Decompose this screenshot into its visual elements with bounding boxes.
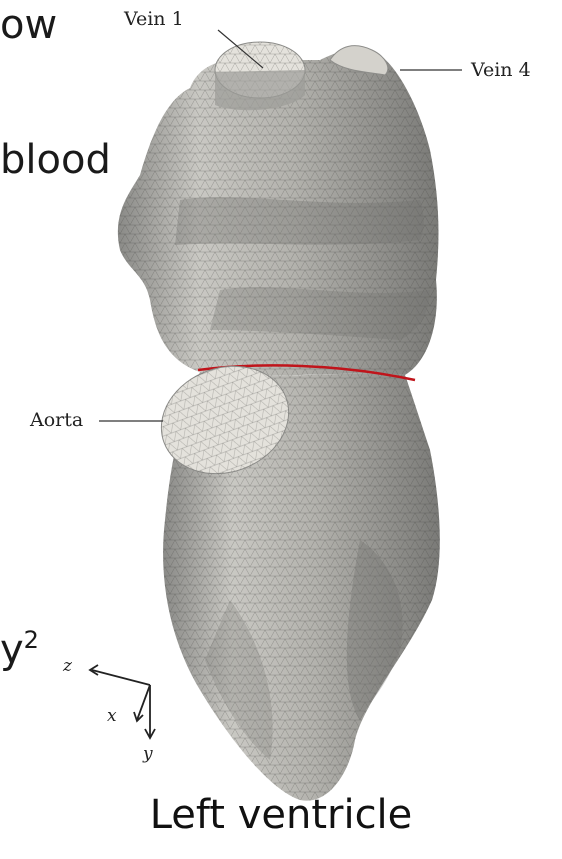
vein-1-label: Vein 1 xyxy=(124,8,184,30)
axis-x-label: x xyxy=(107,706,117,726)
axis-triad xyxy=(90,665,155,738)
vein-4-label: Vein 4 xyxy=(471,59,531,81)
axis-y-label: y xyxy=(143,744,153,764)
aorta-label: Aorta xyxy=(30,409,83,431)
figure-caption: Left ventricle xyxy=(0,792,562,838)
axis-z-label: z xyxy=(63,656,72,676)
